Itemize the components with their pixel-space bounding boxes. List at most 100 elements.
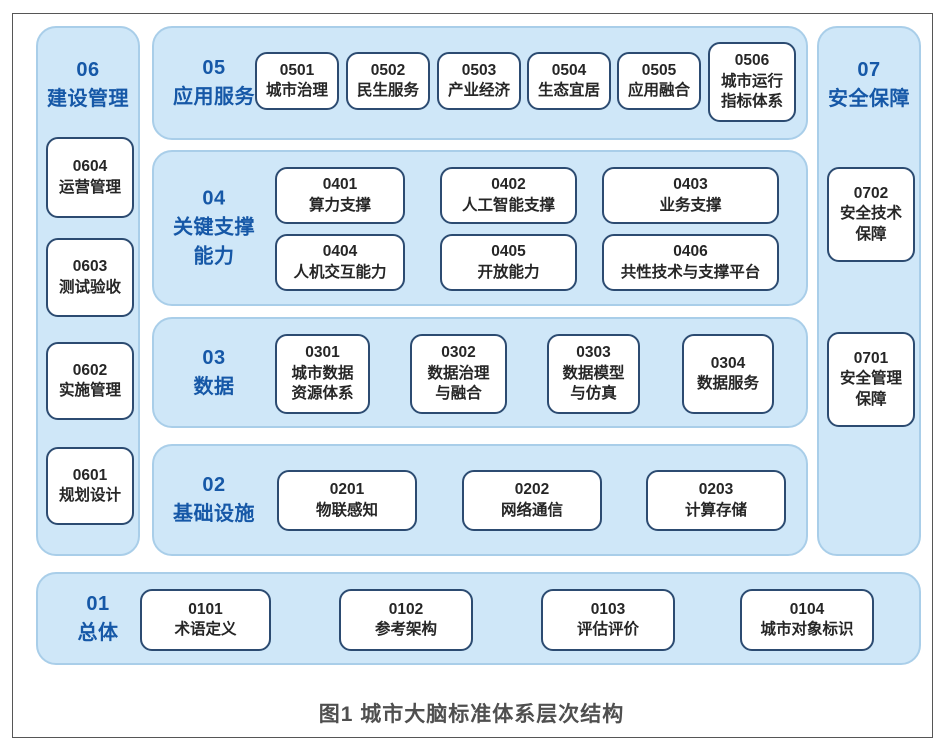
item-code: 0102 xyxy=(388,600,424,618)
item-code: 0203 xyxy=(698,481,734,499)
item-box-0506: 0506 城市运行 指标体系 xyxy=(708,42,796,122)
section-code: 07 xyxy=(857,59,881,81)
item-label: 数据模型 与仿真 xyxy=(562,364,625,403)
item-label: 测试验收 xyxy=(58,278,121,296)
item-label: 参考架构 xyxy=(374,621,437,638)
item-code: 0603 xyxy=(72,258,108,276)
item-label: 算力支撑 xyxy=(308,196,371,214)
item-label: 开放能力 xyxy=(477,263,540,281)
item-code: 0104 xyxy=(789,600,825,618)
section-name: 关键支撑 能力 xyxy=(173,216,255,268)
item-box-0701: 0701 安全管理 保障 xyxy=(827,332,915,427)
item-label: 应用融合 xyxy=(627,82,690,99)
item-label: 城市对象标识 xyxy=(760,621,854,638)
item-label: 物联感知 xyxy=(315,501,378,519)
item-box-0602: 0602 实施管理 xyxy=(46,342,134,420)
item-code: 0303 xyxy=(576,344,611,362)
item-box-0405: 0405 开放能力 xyxy=(440,234,577,291)
section-title-01: 01 总体 xyxy=(58,590,138,648)
item-code: 0601 xyxy=(72,466,108,484)
section-name: 总体 xyxy=(77,621,119,644)
section-name: 安全保障 xyxy=(828,88,910,110)
section-name: 数据 xyxy=(193,375,235,398)
item-box-0402: 0402 人工智能支撑 xyxy=(440,167,577,224)
section-panel-02-infrastructure: 02 基础设施 0201 物联感知 0202 网络通信 0203 计算存储 xyxy=(152,444,808,556)
item-label: 数据服务 xyxy=(696,375,759,392)
section-title-06: 06 建设管理 xyxy=(38,56,138,114)
item-code: 0103 xyxy=(590,600,626,618)
item-label: 评估评价 xyxy=(576,621,639,638)
section-code: 01 xyxy=(86,592,110,615)
item-label: 生态宜居 xyxy=(537,82,600,99)
item-box-0404: 0404 人机交互能力 xyxy=(275,234,405,291)
item-code: 0501 xyxy=(279,61,315,79)
item-box-0702: 0702 安全技术 保障 xyxy=(827,167,915,262)
item-code: 0406 xyxy=(673,243,708,261)
item-box-0303: 0303 数据模型 与仿真 xyxy=(547,334,640,414)
item-label: 人机交互能力 xyxy=(293,263,387,281)
figure-frame-border xyxy=(12,13,933,738)
item-code: 0502 xyxy=(370,61,406,79)
item-label: 计算存储 xyxy=(684,501,747,519)
item-code: 0602 xyxy=(72,361,108,379)
item-box-0403: 0403 业务支撑 xyxy=(602,167,779,224)
item-box-0502: 0502 民生服务 xyxy=(346,52,430,110)
item-box-0406: 0406 共性技术与支撑平台 xyxy=(602,234,779,291)
section-title-03: 03 数据 xyxy=(162,344,266,402)
item-box-0203: 0203 计算存储 xyxy=(646,470,786,531)
item-label: 共性技术与支撑平台 xyxy=(620,263,761,281)
section-panel-07-security: 07 安全保障 0702 安全技术 保障 0701 安全管理 保障 xyxy=(817,26,921,556)
item-box-0505: 0505 应用融合 xyxy=(617,52,701,110)
item-code: 0702 xyxy=(853,184,889,202)
item-box-0101: 0101 术语定义 xyxy=(140,589,271,651)
item-label: 城市运行 指标体系 xyxy=(720,72,783,111)
item-label: 安全管理 保障 xyxy=(839,370,902,408)
item-code: 0504 xyxy=(551,61,587,79)
item-label: 城市数据 资源体系 xyxy=(291,364,354,403)
item-box-0401: 0401 算力支撑 xyxy=(275,167,405,224)
item-code: 0403 xyxy=(673,176,708,194)
item-code: 0604 xyxy=(72,158,108,176)
item-code: 0701 xyxy=(853,349,889,367)
section-panel-06-construction: 06 建设管理 0604 运营管理 0603 测试验收 0602 实施管理 06… xyxy=(36,26,140,556)
item-label: 安全技术 保障 xyxy=(839,205,902,243)
item-label: 民生服务 xyxy=(356,82,419,99)
item-box-0302: 0302 数据治理 与融合 xyxy=(410,334,507,414)
section-panel-05-application: 05 应用服务 0501 城市治理 0502 民生服务 0503 产业经济 05… xyxy=(152,26,808,140)
item-code: 0505 xyxy=(641,61,677,79)
item-box-0201: 0201 物联感知 xyxy=(277,470,417,531)
section-title-07: 07 安全保障 xyxy=(819,56,919,114)
item-box-0604: 0604 运营管理 xyxy=(46,137,134,218)
section-code: 04 xyxy=(202,187,226,210)
section-name: 建设管理 xyxy=(47,88,129,110)
section-panel-03-data: 03 数据 0301 城市数据 资源体系 0302 数据治理 与融合 0303 … xyxy=(152,317,808,428)
section-name: 应用服务 xyxy=(173,86,255,108)
item-box-0503: 0503 产业经济 xyxy=(437,52,521,110)
item-code: 0506 xyxy=(734,52,770,70)
item-box-0304: 0304 数据服务 xyxy=(682,334,774,414)
item-code: 0301 xyxy=(305,344,340,362)
section-title-02: 02 基础设施 xyxy=(158,471,270,529)
item-box-0202: 0202 网络通信 xyxy=(462,470,602,531)
item-box-0601: 0601 规划设计 xyxy=(46,447,134,525)
item-label: 产业经济 xyxy=(447,82,510,99)
item-label: 运营管理 xyxy=(58,178,121,196)
figure-caption: 图1 城市大脑标准体系层次结构 xyxy=(318,703,625,726)
item-box-0301: 0301 城市数据 资源体系 xyxy=(275,334,370,414)
item-box-0104: 0104 城市对象标识 xyxy=(740,589,874,651)
item-code: 0302 xyxy=(441,344,476,362)
item-box-0103: 0103 评估评价 xyxy=(541,589,675,651)
item-label: 数据治理 与融合 xyxy=(427,364,490,403)
section-title-04: 04 关键支撑 能力 xyxy=(162,185,266,272)
section-name: 基础设施 xyxy=(173,503,255,525)
item-box-0603: 0603 测试验收 xyxy=(46,238,134,317)
item-label: 网络通信 xyxy=(500,501,563,519)
item-code: 0402 xyxy=(491,176,526,194)
item-code: 0201 xyxy=(329,481,365,499)
item-code: 0405 xyxy=(491,243,526,261)
item-label: 人工智能支撑 xyxy=(461,196,555,214)
section-code: 05 xyxy=(202,57,226,79)
section-title-05: 05 应用服务 xyxy=(162,54,266,112)
item-label: 实施管理 xyxy=(58,382,121,399)
